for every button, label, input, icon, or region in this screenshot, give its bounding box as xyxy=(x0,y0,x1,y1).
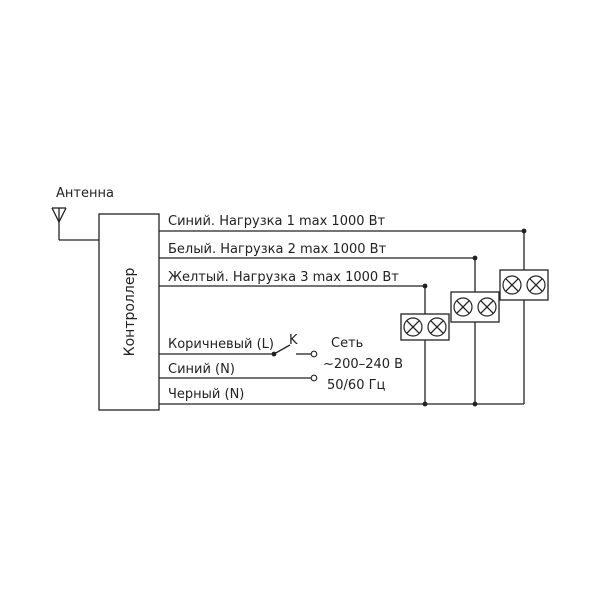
antenna-label: Антенна xyxy=(56,186,114,201)
junction-dot xyxy=(422,401,428,407)
mains-label-line1: Сеть xyxy=(331,336,363,351)
load-1-label: Синий. Нагрузка 1 max 1000 Вт xyxy=(168,214,386,229)
lamp-group-3 xyxy=(400,313,450,404)
mains-label-line3: 50/60 Гц xyxy=(327,378,386,393)
junction-dot xyxy=(472,255,478,261)
brown-l-label: Коричневый (L) xyxy=(168,337,274,352)
load-2-label: Белый. Нагрузка 2 max 1000 Вт xyxy=(168,242,387,257)
lamp-group-1 xyxy=(499,269,549,404)
load-3-label: Желтый. Нагрузка 3 max 1000 Вт xyxy=(168,270,399,285)
lamp-group-2 xyxy=(450,291,500,404)
mains-label-line2: ~200–240 В xyxy=(323,357,403,372)
load-3-wire xyxy=(159,285,426,314)
lamp-cross xyxy=(505,278,519,292)
lamp-cross xyxy=(480,300,494,314)
mains-terminal-l xyxy=(310,350,318,358)
lamp-cross xyxy=(430,320,444,334)
switch-label: K xyxy=(289,333,298,348)
junction-dot xyxy=(521,228,527,234)
lamp-cross xyxy=(529,278,543,292)
lamp-cross xyxy=(456,300,470,314)
controller-box xyxy=(98,213,160,411)
junction-dot xyxy=(472,401,478,407)
black-n-label: Черный (N) xyxy=(168,387,244,402)
junction-dot xyxy=(422,283,428,289)
controller-label: Контроллер xyxy=(122,268,138,357)
mains-terminal-n xyxy=(310,374,318,382)
switch-pivot-dot xyxy=(271,351,277,357)
antenna xyxy=(51,207,99,241)
lamp-cross xyxy=(406,320,420,334)
blue-n-label: Синий (N) xyxy=(168,362,235,377)
